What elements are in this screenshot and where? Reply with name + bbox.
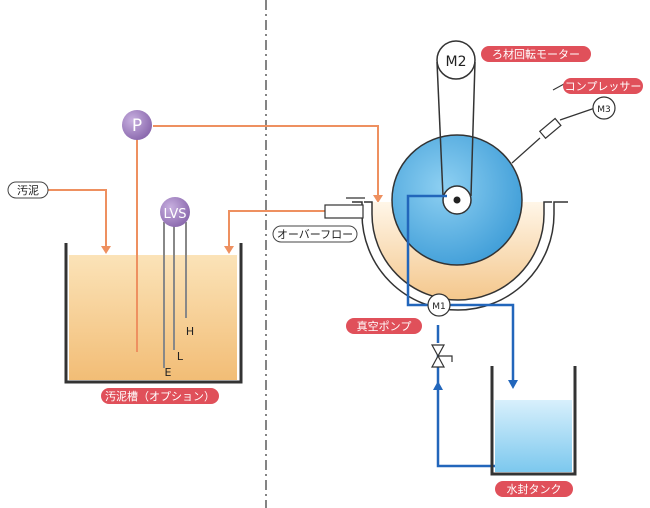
water-return-arrow <box>433 381 443 390</box>
sludge-tank-label: 汚泥槽（オプション） <box>101 388 219 404</box>
motor1-symbol: M1 <box>432 302 446 312</box>
svg-text:コンプレッサー: コンプレッサー <box>565 80 642 93</box>
overflow-return-line <box>224 210 325 254</box>
sludge-tank <box>64 243 243 384</box>
svg-text:汚泥槽（オプション）: 汚泥槽（オプション） <box>105 390 215 403</box>
electrode-h-label: H <box>186 325 194 338</box>
vacuum-water-line <box>406 194 515 468</box>
compressor-line <box>511 107 596 164</box>
pump-icon: P <box>122 110 152 140</box>
motor3-symbol: M3 <box>597 105 611 115</box>
overflow-label: オーバーフロー <box>272 225 358 243</box>
compressor-label: コンプレッサー <box>563 78 643 94</box>
water-seal-tank <box>490 366 577 476</box>
drive-belt <box>436 61 476 197</box>
svg-text:ろ材回転モーター: ろ材回転モーター <box>492 47 580 61</box>
water-flow-arrow <box>508 380 518 389</box>
level-switch-electrodes <box>163 222 187 368</box>
svg-text:オーバーフロー: オーバーフロー <box>277 228 353 241</box>
electrode-e-label: E <box>165 366 172 379</box>
pump-line <box>136 125 383 352</box>
overflow-nozzle <box>324 197 365 219</box>
motor2-icon: M2 <box>436 40 476 80</box>
sludge-inlet-line <box>48 189 111 254</box>
valve-icon <box>430 344 453 368</box>
electrode-l-label: L <box>177 350 184 363</box>
drum-hub <box>442 185 472 215</box>
motor3-icon: M3 <box>592 96 616 120</box>
filter-motor-label: ろ材回転モーター <box>481 46 591 62</box>
motor2-symbol: M2 <box>446 54 467 70</box>
vacuum-pump-label: 真空ポンプ <box>346 318 422 334</box>
level-switch-symbol: LVS <box>164 207 187 222</box>
compressor-label-leader <box>552 83 565 91</box>
svg-text:真空ポンプ: 真空ポンプ <box>357 319 412 333</box>
level-switch-icon: LVS <box>160 197 190 227</box>
sludge-label: 汚泥 <box>7 181 49 199</box>
svg-text:水封タンク: 水封タンク <box>507 482 562 496</box>
pump-symbol: P <box>132 116 142 136</box>
motor1-icon: M1 <box>427 293 451 317</box>
svg-text:汚泥: 汚泥 <box>17 184 39 197</box>
water-seal-tank-label: 水封タンク <box>495 481 573 497</box>
